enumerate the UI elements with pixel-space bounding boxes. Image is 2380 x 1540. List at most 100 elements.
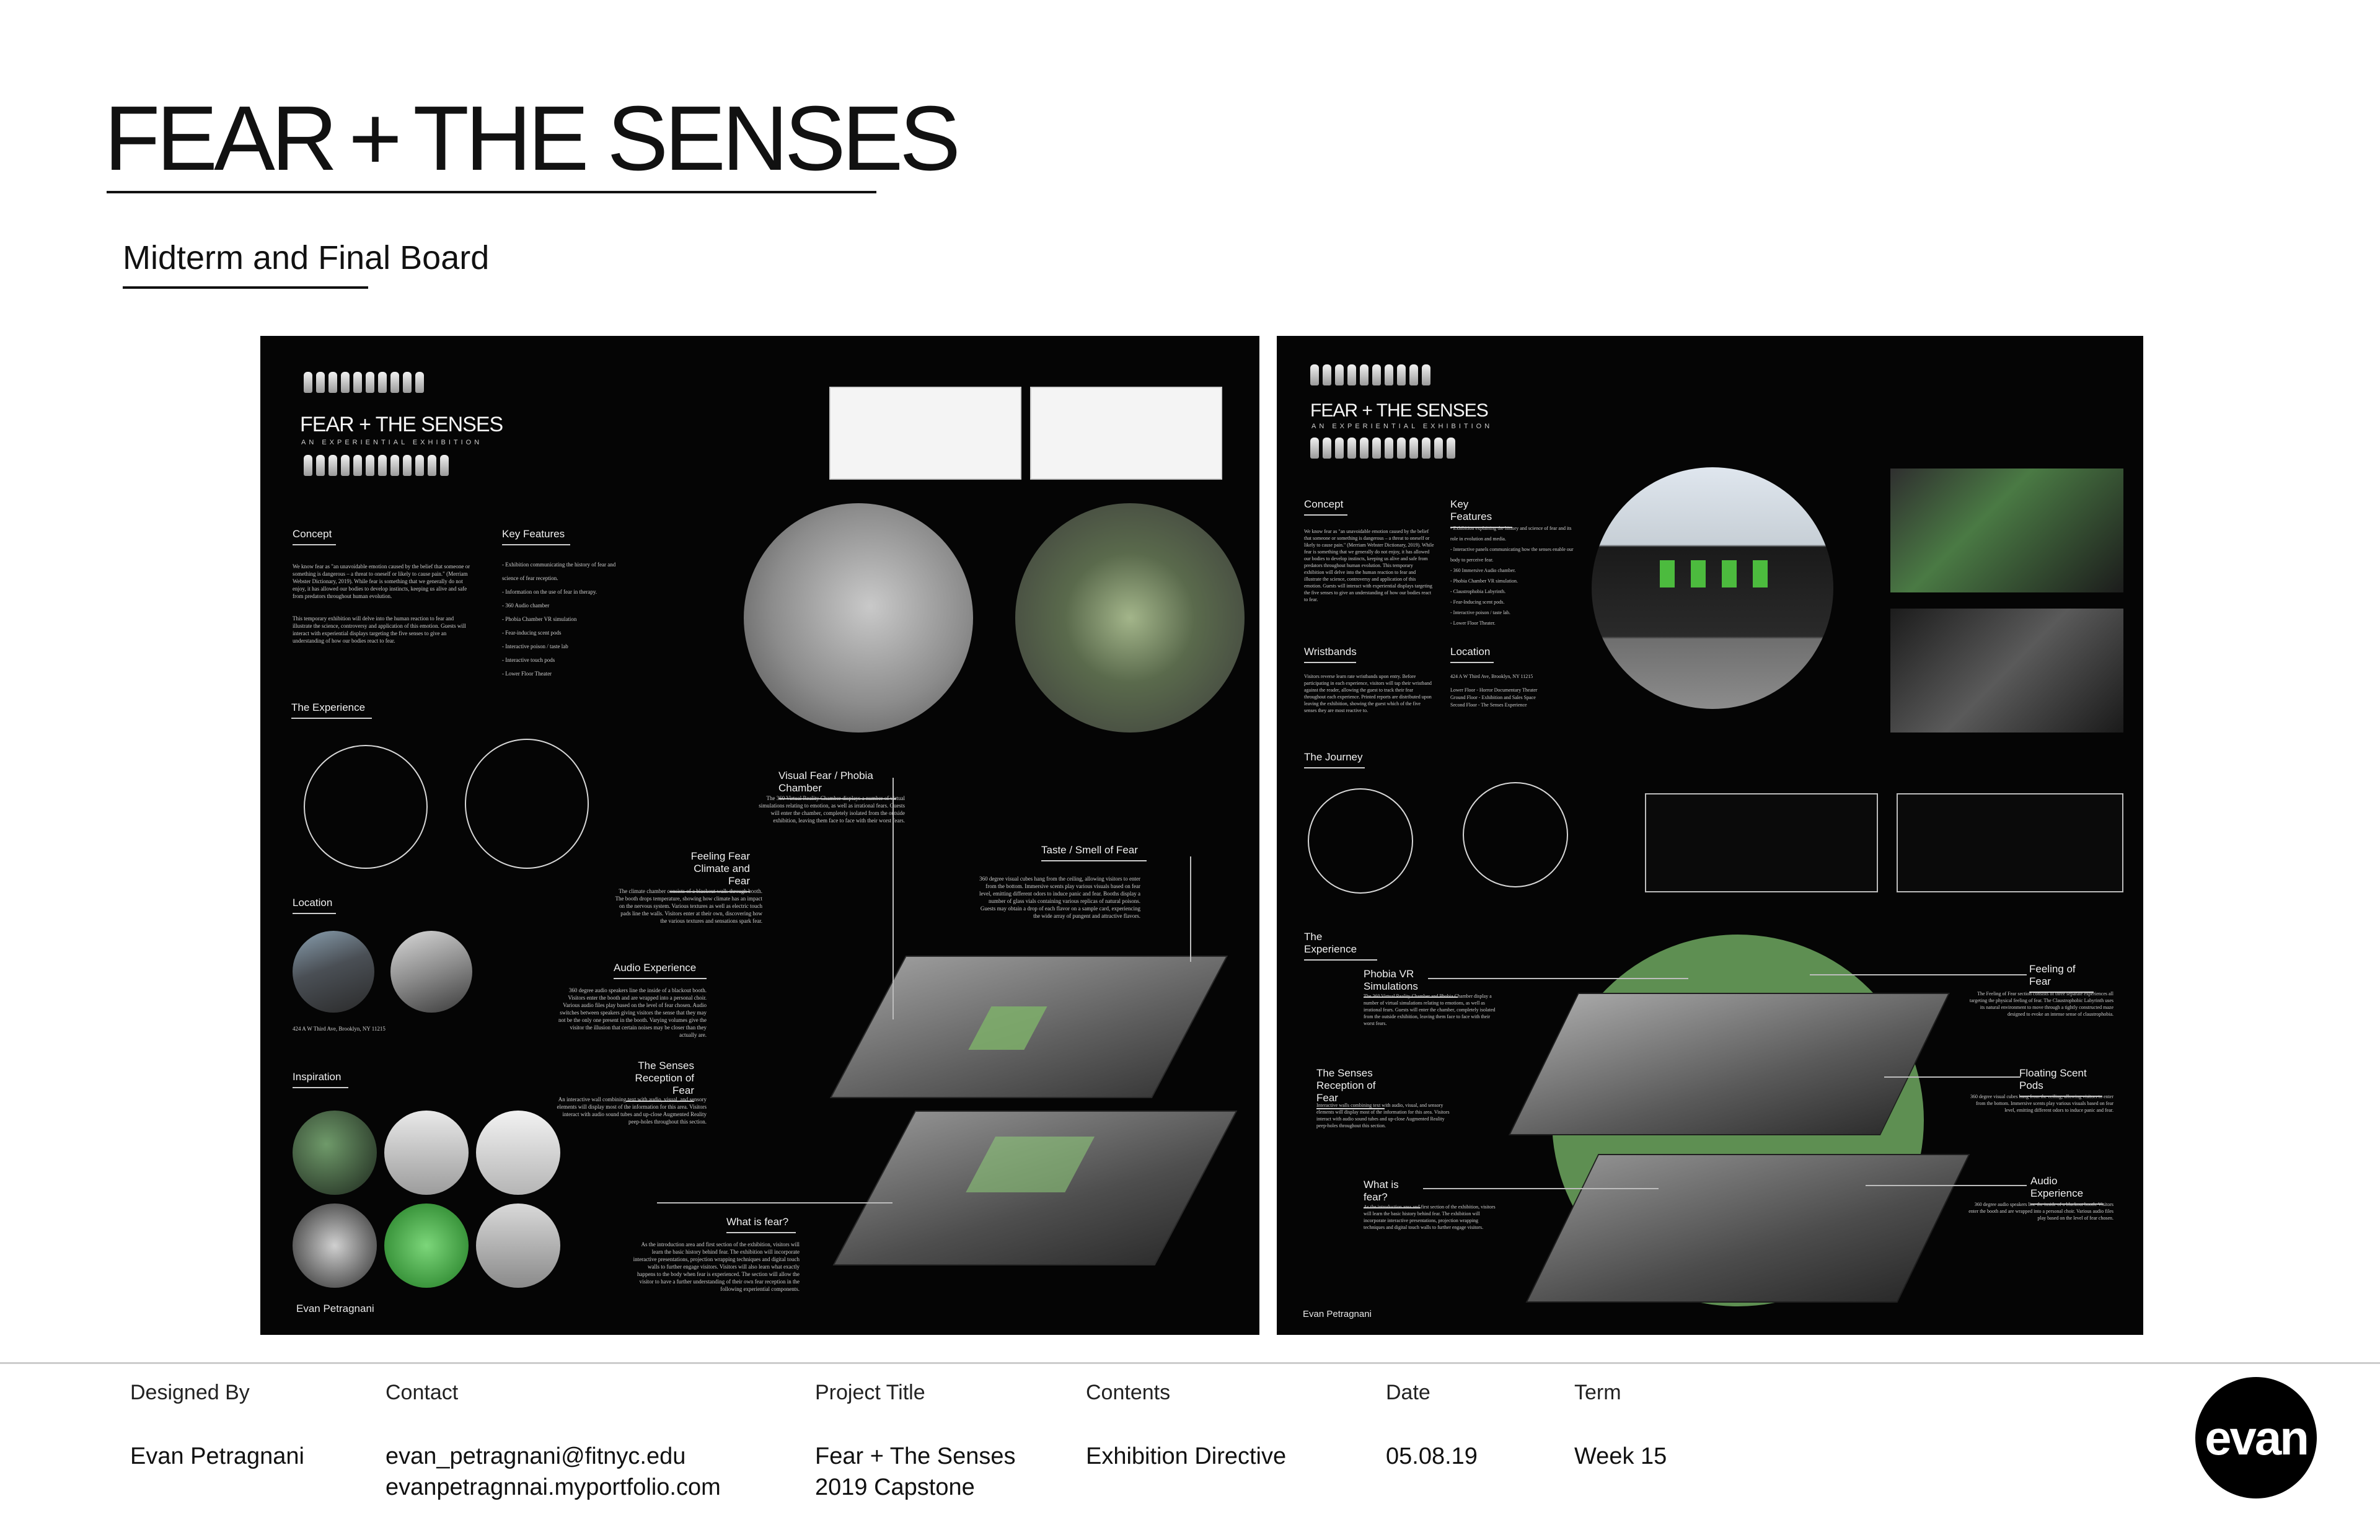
callout-senses-text: An interactive wall combining text with … (557, 1096, 707, 1125)
board-logo-title: FEAR + THE SENSES (1310, 400, 1489, 421)
footer-date-label: Date (1386, 1381, 1430, 1404)
footer-contents-value: Exhibition Directive (1086, 1443, 1287, 1469)
floor-plan-right (1897, 793, 2123, 892)
footer-project-title-line1: Fear + The Senses (815, 1443, 1016, 1469)
footer-term-value: Week 15 (1574, 1443, 1667, 1469)
evan-logo: evan (2195, 1377, 2317, 1498)
footer-contact-email[interactable]: evan_petragnani@fitnyc.edu (386, 1443, 686, 1469)
callout-feeling-fear-text: The Feeling of Fear section consists of … (1969, 991, 2113, 1017)
vr-chamber-render (1890, 609, 2123, 733)
journey-heading: The Journey (1304, 751, 1365, 768)
journey-cycle-diagram (1308, 788, 1413, 894)
inspiration-photo (293, 1203, 377, 1288)
experience-cycle-diagram-2 (465, 739, 589, 869)
wristbands-heading: Wristbands (1304, 646, 1357, 663)
key-feature-item: - Interactive panels communicating how t… (1450, 547, 1574, 563)
teeth-illustration-top (304, 372, 424, 393)
page-title: FEAR + THE SENSES (104, 87, 961, 190)
location-address: 424 A W Third Ave, Brooklyn, NY 11215 (293, 1026, 386, 1032)
page-subtitle: Midterm and Final Board (123, 239, 490, 276)
callout-audio-text: 360 degree audio speakers line the insid… (558, 987, 707, 1038)
callout-audio-title: Audio Experience (614, 962, 707, 979)
callout-visual-fear-title: Visual Fear / Phobia Chamber (778, 770, 896, 799)
callout-what-is-fear-title: What is fear? (1364, 1179, 1421, 1208)
teeth-illustration-bottom (1310, 438, 1455, 459)
callout-scent-pods-title: Floating Scent Pods (2019, 1067, 2102, 1097)
key-feature-item: - Claustrophobia Labyrinth. (1450, 589, 1506, 594)
board-logo-title: FEAR + THE SENSES (300, 413, 503, 436)
key-feature-item: - Phobia Chamber VR simulation (502, 616, 577, 622)
location-address: 424 A W Third Ave, Brooklyn, NY 11215 (1450, 674, 1533, 679)
callout-scent-pods-text: 360 degree visual cubes hang from the ce… (1970, 1094, 2113, 1113)
inspiration-photo (384, 1203, 469, 1288)
footer-designed-by-value: Evan Petragnani (130, 1443, 304, 1469)
location-floors: Lower Floor - Horror Documentary Theater… (1450, 687, 1538, 708)
board-author: Evan Petragnani (1303, 1309, 1372, 1319)
callout-phobia-vr-title: Phobia VR Simulations (1364, 968, 1458, 998)
footer-contents-label: Contents (1086, 1381, 1171, 1404)
lower-floor-render (832, 1111, 1238, 1265)
key-feature-item: - Exhibition explaining the history and … (1450, 526, 1572, 542)
concept-heading: Concept (1304, 498, 1347, 516)
callout-taste-smell-title: Taste / Smell of Fear (1041, 844, 1147, 861)
callout-feeling-fear-title: Feeling of Fear (2029, 963, 2094, 993)
inspiration-photo (293, 1111, 377, 1195)
concept-text-2: This temporary exhibition will delve int… (293, 615, 466, 644)
upper-floor-render (829, 956, 1228, 1098)
footer-designed-by-label: Designed By (130, 1381, 250, 1404)
midterm-board: FEAR + THE SENSES AN EXPERIENTIAL EXHIBI… (260, 336, 1259, 1335)
key-feature-item: - Phobia Chamber VR simulation. (1450, 578, 1518, 584)
key-features-heading: Key Features (1450, 498, 1512, 528)
lower-floor-render (1525, 1154, 1970, 1303)
callout-phobia-vr-text: The 360 Virtual Reality Chamber and Phob… (1364, 993, 1496, 1026)
callout-feeling-fear-text: The climate chamber consists of a blacko… (615, 888, 762, 924)
key-feature-item: - 360 Audio chamber (502, 602, 550, 609)
callout-senses-title: The Senses Reception of Fear (626, 1060, 694, 1102)
upper-floor-render (1508, 993, 1950, 1135)
key-feature-item: - Interactive touch pods (502, 657, 555, 663)
experience-heading: The Experience (291, 702, 372, 719)
key-feature-item: - Exhibition communicating the history o… (502, 561, 616, 581)
location-heading: Location (1450, 646, 1494, 663)
location-photo-exterior (293, 931, 374, 1013)
teeth-illustration-top (1310, 364, 1430, 385)
final-board: FEAR + THE SENSES AN EXPERIENTIAL EXHIBI… (1277, 336, 2143, 1335)
callout-feeling-fear-title: Feeling Fear Climate and Fear (669, 850, 750, 892)
board-logo-subtitle: AN EXPERIENTIAL EXHIBITION (301, 439, 483, 446)
concept-heading: Concept (293, 528, 336, 545)
inspiration-heading: Inspiration (293, 1071, 348, 1088)
journey-cycle-diagram-2 (1463, 782, 1568, 887)
footer-contact-site[interactable]: evanpetragnnai.myportfolio.com (386, 1474, 721, 1500)
wristbands-text: Visitors reverse learn rate wristbands u… (1304, 674, 1432, 713)
experience-heading: The Experience (1304, 931, 1377, 961)
phobia-chamber-render (744, 503, 973, 733)
callout-senses-text: Interactive walls combining text with au… (1316, 1102, 1450, 1129)
experience-cycle-diagram (304, 745, 428, 869)
callout-audio-title: Audio Experience (2030, 1175, 2104, 1205)
footer-term-label: Term (1574, 1381, 1621, 1404)
concept-text: We know fear as "an unavoidable emotion … (1304, 529, 1434, 602)
footer-project-title-line2: 2019 Capstone (815, 1474, 975, 1500)
location-photo-interior (390, 931, 472, 1013)
title-underline (107, 191, 876, 193)
location-heading: Location (293, 897, 336, 914)
footer-project-title-label: Project Title (815, 1381, 925, 1404)
exhibition-building-render (1592, 467, 1833, 709)
callout-what-is-fear-title: What is fear? (726, 1216, 796, 1233)
floor-plan-left (829, 387, 1021, 480)
key-feature-item: - Information on the use of fear in ther… (502, 589, 597, 595)
teeth-illustration-bottom (304, 455, 449, 476)
key-features-list: - Exhibition communicating the history o… (502, 558, 632, 680)
inspiration-photo (384, 1111, 469, 1195)
callout-audio-text: 360 degree audio speakers line the insid… (1968, 1202, 2113, 1221)
scent-pod-render (1890, 469, 2123, 592)
concept-text: We know fear as "an unavoidable emotion … (293, 563, 470, 599)
key-feature-item: - Fear-inducing scent pods (502, 630, 562, 636)
floor-plan-right (1030, 387, 1222, 480)
footer-divider (0, 1362, 2380, 1364)
footer-date-value: 05.08.19 (1386, 1443, 1478, 1469)
board-logo-subtitle: AN EXPERIENTIAL EXHIBITION (1311, 423, 1493, 430)
board-author: Evan Petragnani (296, 1303, 374, 1314)
key-feature-item: - Fear-Inducing scent pods. (1450, 599, 1505, 605)
floor-plan-left (1645, 793, 1878, 892)
